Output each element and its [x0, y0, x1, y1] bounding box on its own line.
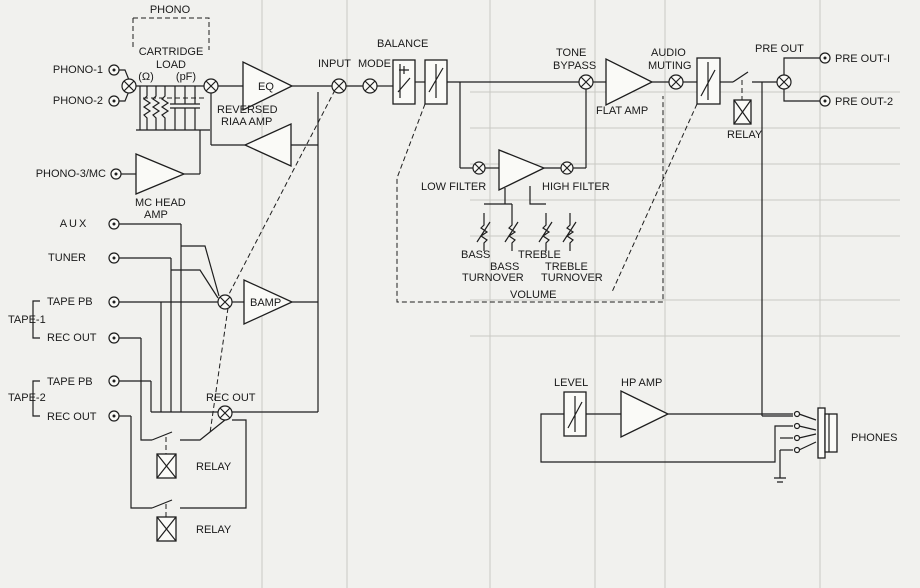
input-label: INPUT — [318, 58, 351, 70]
treble-turnover-label-1: TREBLE — [545, 261, 588, 273]
bamp-label: BAMP — [250, 297, 281, 309]
audio-muting-label-2: MUTING — [648, 60, 691, 72]
reversed-riaa-label-1: REVERSED — [217, 104, 278, 116]
input-label-tuner: TUNER — [48, 252, 86, 264]
bass-label: BASS — [461, 249, 490, 261]
audio-muting: AUDIO MUTING — [611, 47, 733, 293]
reversed-riaa-triangle-icon — [243, 122, 292, 168]
volume-label: VOLUME — [510, 289, 556, 301]
pre-out-relay-label: RELAY — [727, 129, 763, 141]
pf-label: (pF) — [176, 71, 196, 83]
tone-amp-triangle-icon — [498, 149, 546, 192]
pre-out-label: PRE OUT — [755, 43, 804, 55]
tape-1-pb-label: TAPE PB — [47, 296, 93, 308]
input-label-phono-1: PHONO-1 — [53, 64, 103, 76]
input-tuner: TUNER — [48, 252, 120, 264]
input-label-aux: AUX — [60, 218, 89, 230]
input-tape-2: TAPE-2 TAPE PB REC OUT — [8, 375, 120, 423]
input-phono-2: PHONO-2 — [53, 95, 120, 107]
hp-amp-label: HP AMP — [621, 377, 662, 389]
relay-label: RELAY — [196, 461, 232, 473]
bass-turnover-label-2: TURNOVER — [462, 272, 524, 284]
reversed-riaa-amp: REVERSED RIAA AMP — [210, 93, 318, 168]
eq-amp-triangle-icon — [242, 60, 294, 112]
input-label-phono-3: PHONO-3/MC — [36, 168, 106, 180]
phones-label: PHONES — [851, 432, 897, 444]
cartridge-load-line-1: CARTRIDGE — [139, 46, 204, 58]
eq-label: EQ — [258, 81, 274, 93]
bamp-amplifier: BAMP — [243, 278, 318, 326]
cartridge-load-line-2: LOAD — [156, 59, 186, 71]
treble-label: TREBLE — [518, 249, 561, 261]
cartridge-load-network — [136, 86, 210, 131]
high-filter-label: HIGH FILTER — [542, 181, 610, 193]
hp-amp-triangle-icon — [620, 389, 670, 439]
pre-out-section: RELAY PRE OUT PRE OUT-I PRE OUT-2 — [727, 43, 893, 416]
level-label: LEVEL — [554, 377, 588, 389]
ohm-label: (Ω) — [138, 71, 154, 83]
balance-label: BALANCE — [377, 38, 428, 50]
rec-out-label: REC OUT — [206, 392, 256, 404]
input-aux: AUX — [60, 218, 120, 230]
eq-amplifier: EQ — [242, 60, 333, 112]
reversed-riaa-label-2: RIAA AMP — [221, 116, 272, 128]
mc-head-triangle-icon — [135, 153, 186, 195]
tape-2-rec-label: REC OUT — [47, 411, 97, 423]
phono-section: PHONO CARTRIDGE LOAD (Ω) (pF) — [119, 4, 243, 131]
tape-1-rec-label: REC OUT — [47, 332, 97, 344]
flat-amp-label: FLAT AMP — [596, 105, 648, 117]
tone-bypass-flat-amp: TONE BYPASS FLAT AMP — [553, 47, 669, 117]
phono-title: PHONO — [150, 4, 191, 16]
input-label-tape-2: TAPE-2 — [8, 392, 46, 404]
headphone-section: LEVEL HP AMP PHONES — [540, 377, 897, 483]
low-filter-label: LOW FILTER — [421, 181, 486, 193]
input-tape-1: TAPE-1 TAPE PB REC OUT — [8, 296, 120, 344]
treble-turnover-label-2: TURNOVER — [541, 272, 603, 284]
rec-out-section: REC OUT — [119, 337, 256, 509]
relay-tape-2: RELAY — [156, 504, 232, 542]
input-label-phono-2: PHONO-2 — [53, 95, 103, 107]
volume-control-frame: VOLUME — [396, 96, 664, 303]
source-buses — [119, 223, 244, 413]
pre-out-1-label: PRE OUT-I — [835, 53, 890, 65]
relay-label: RELAY — [196, 524, 232, 536]
tone-section: LOW FILTER HIGH FILTER BASS BASS TURNOVE… — [421, 82, 610, 284]
input-bus — [209, 89, 336, 434]
mc-head-label-2: AMP — [144, 209, 168, 221]
audio-muting-label-1: AUDIO — [651, 47, 686, 59]
input-phono-1: PHONO-1 — [53, 64, 120, 76]
phones-jack-icon — [817, 407, 826, 459]
pre-out-2-label: PRE OUT-2 — [835, 96, 893, 108]
mode-label: MODE — [358, 58, 391, 70]
flat-amp-triangle-icon — [605, 57, 654, 107]
tape-2-pb-label: TAPE PB — [47, 376, 93, 388]
background-page-lines — [261, 0, 900, 588]
bass-turnover-label-1: BASS — [490, 261, 519, 273]
input-mode-chain: INPUT MODE BALANCE — [318, 38, 580, 105]
mc-head-label-1: MC HEAD — [135, 197, 186, 209]
tone-bypass-label-1: TONE — [556, 47, 586, 59]
relay-tape-1: RELAY — [156, 437, 232, 479]
bamp-triangle-icon — [243, 278, 294, 326]
input-phono-3: PHONO-3/MC — [36, 168, 122, 180]
tone-bypass-label-2: BYPASS — [553, 60, 596, 72]
mc-head-amp: MC HEAD AMP — [121, 130, 201, 221]
input-label-tape-1: TAPE-1 — [8, 314, 46, 326]
